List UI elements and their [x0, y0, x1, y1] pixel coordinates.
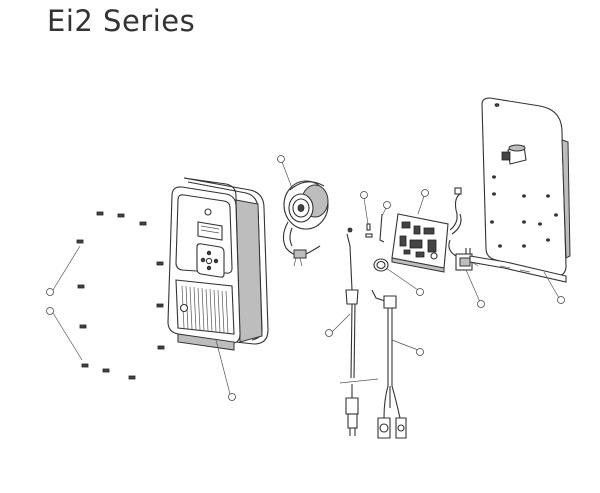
- fan-assembly: [282, 180, 329, 267]
- callout-markers: [46, 155, 565, 401]
- back-mounting-plate: [469, 97, 571, 283]
- cell-cable: [371, 289, 407, 439]
- connector-module: [448, 239, 479, 271]
- power-cord: [339, 227, 379, 436]
- page-title: Ei2 Series: [47, 4, 196, 38]
- leader-lines: [52, 161, 560, 395]
- clip-parts: [365, 213, 385, 243]
- front-enclosure: [167, 177, 269, 351]
- circuit-board: [373, 187, 462, 273]
- screw-set: [76, 211, 165, 380]
